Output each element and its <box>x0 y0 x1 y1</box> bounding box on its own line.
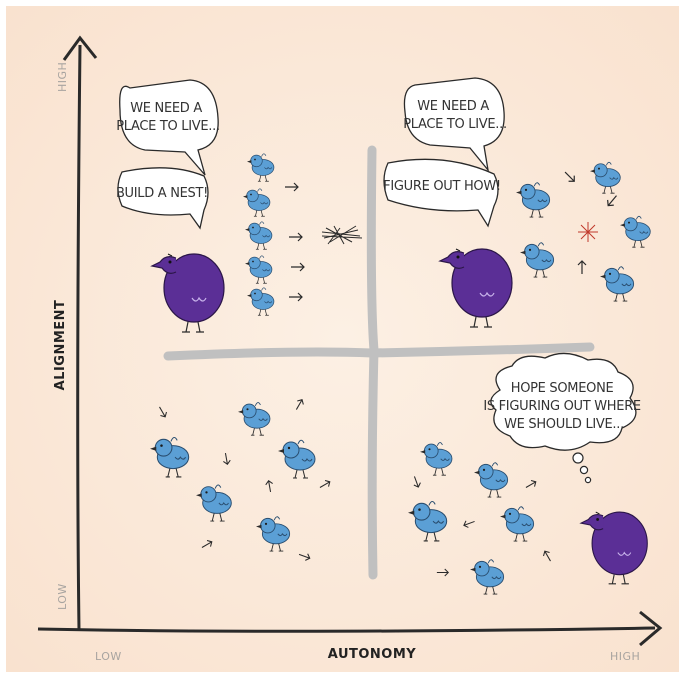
y-axis-low-label: LOW <box>56 583 69 610</box>
diagram-background <box>6 6 679 672</box>
speech-bubble-top-left-2: BUILD A NEST! <box>116 167 209 230</box>
speech-bubble-top-right-2: FIGURE OUT HOW! <box>383 158 501 228</box>
y-axis-high-label: HIGH <box>56 62 69 92</box>
speech-bubble-top-right-1: WE NEED A PLACE TO LIVE... <box>403 77 507 173</box>
thought-text: HOPE SOMEONE IS FIGURING OUT WHERE WE SH… <box>483 381 644 432</box>
speech-text-top-left-2: BUILD A NEST! <box>116 186 208 201</box>
speech-text-top-right-1: WE NEED A PLACE TO LIVE... <box>403 99 507 132</box>
y-axis-arrow-icon <box>62 35 98 61</box>
speech-bubble-top-left-1: WE NEED A PLACE TO LIVE... <box>116 79 220 176</box>
thought-bubble: HOPE SOMEONE IS FIGURING OUT WHERE WE SH… <box>483 352 644 484</box>
quadrant-top-right: WE NEED A PLACE TO LIVE... FIGURE OUT HO… <box>383 77 651 328</box>
quadrant-bottom-right: HOPE SOMEONE IS FIGURING OUT WHERE WE SH… <box>407 352 648 595</box>
axes <box>37 35 663 647</box>
x-axis-low-label: LOW <box>95 650 122 663</box>
speech-text-top-left-1: WE NEED A PLACE TO LIVE... <box>116 101 220 134</box>
nest-icon <box>321 225 363 245</box>
quadrant-top-left: WE NEED A PLACE TO LIVE... BUILD A NEST! <box>116 79 363 333</box>
burst-icon <box>578 222 598 242</box>
x-axis-title: AUTONOMY <box>328 647 417 662</box>
speech-text-top-right-2: FIGURE OUT HOW! <box>383 179 501 194</box>
quadrant-dividers <box>163 145 595 580</box>
x-axis-arrow-icon <box>639 610 663 647</box>
x-axis-high-label: HIGH <box>610 650 640 663</box>
y-axis-title: ALIGNMENT <box>53 300 68 391</box>
